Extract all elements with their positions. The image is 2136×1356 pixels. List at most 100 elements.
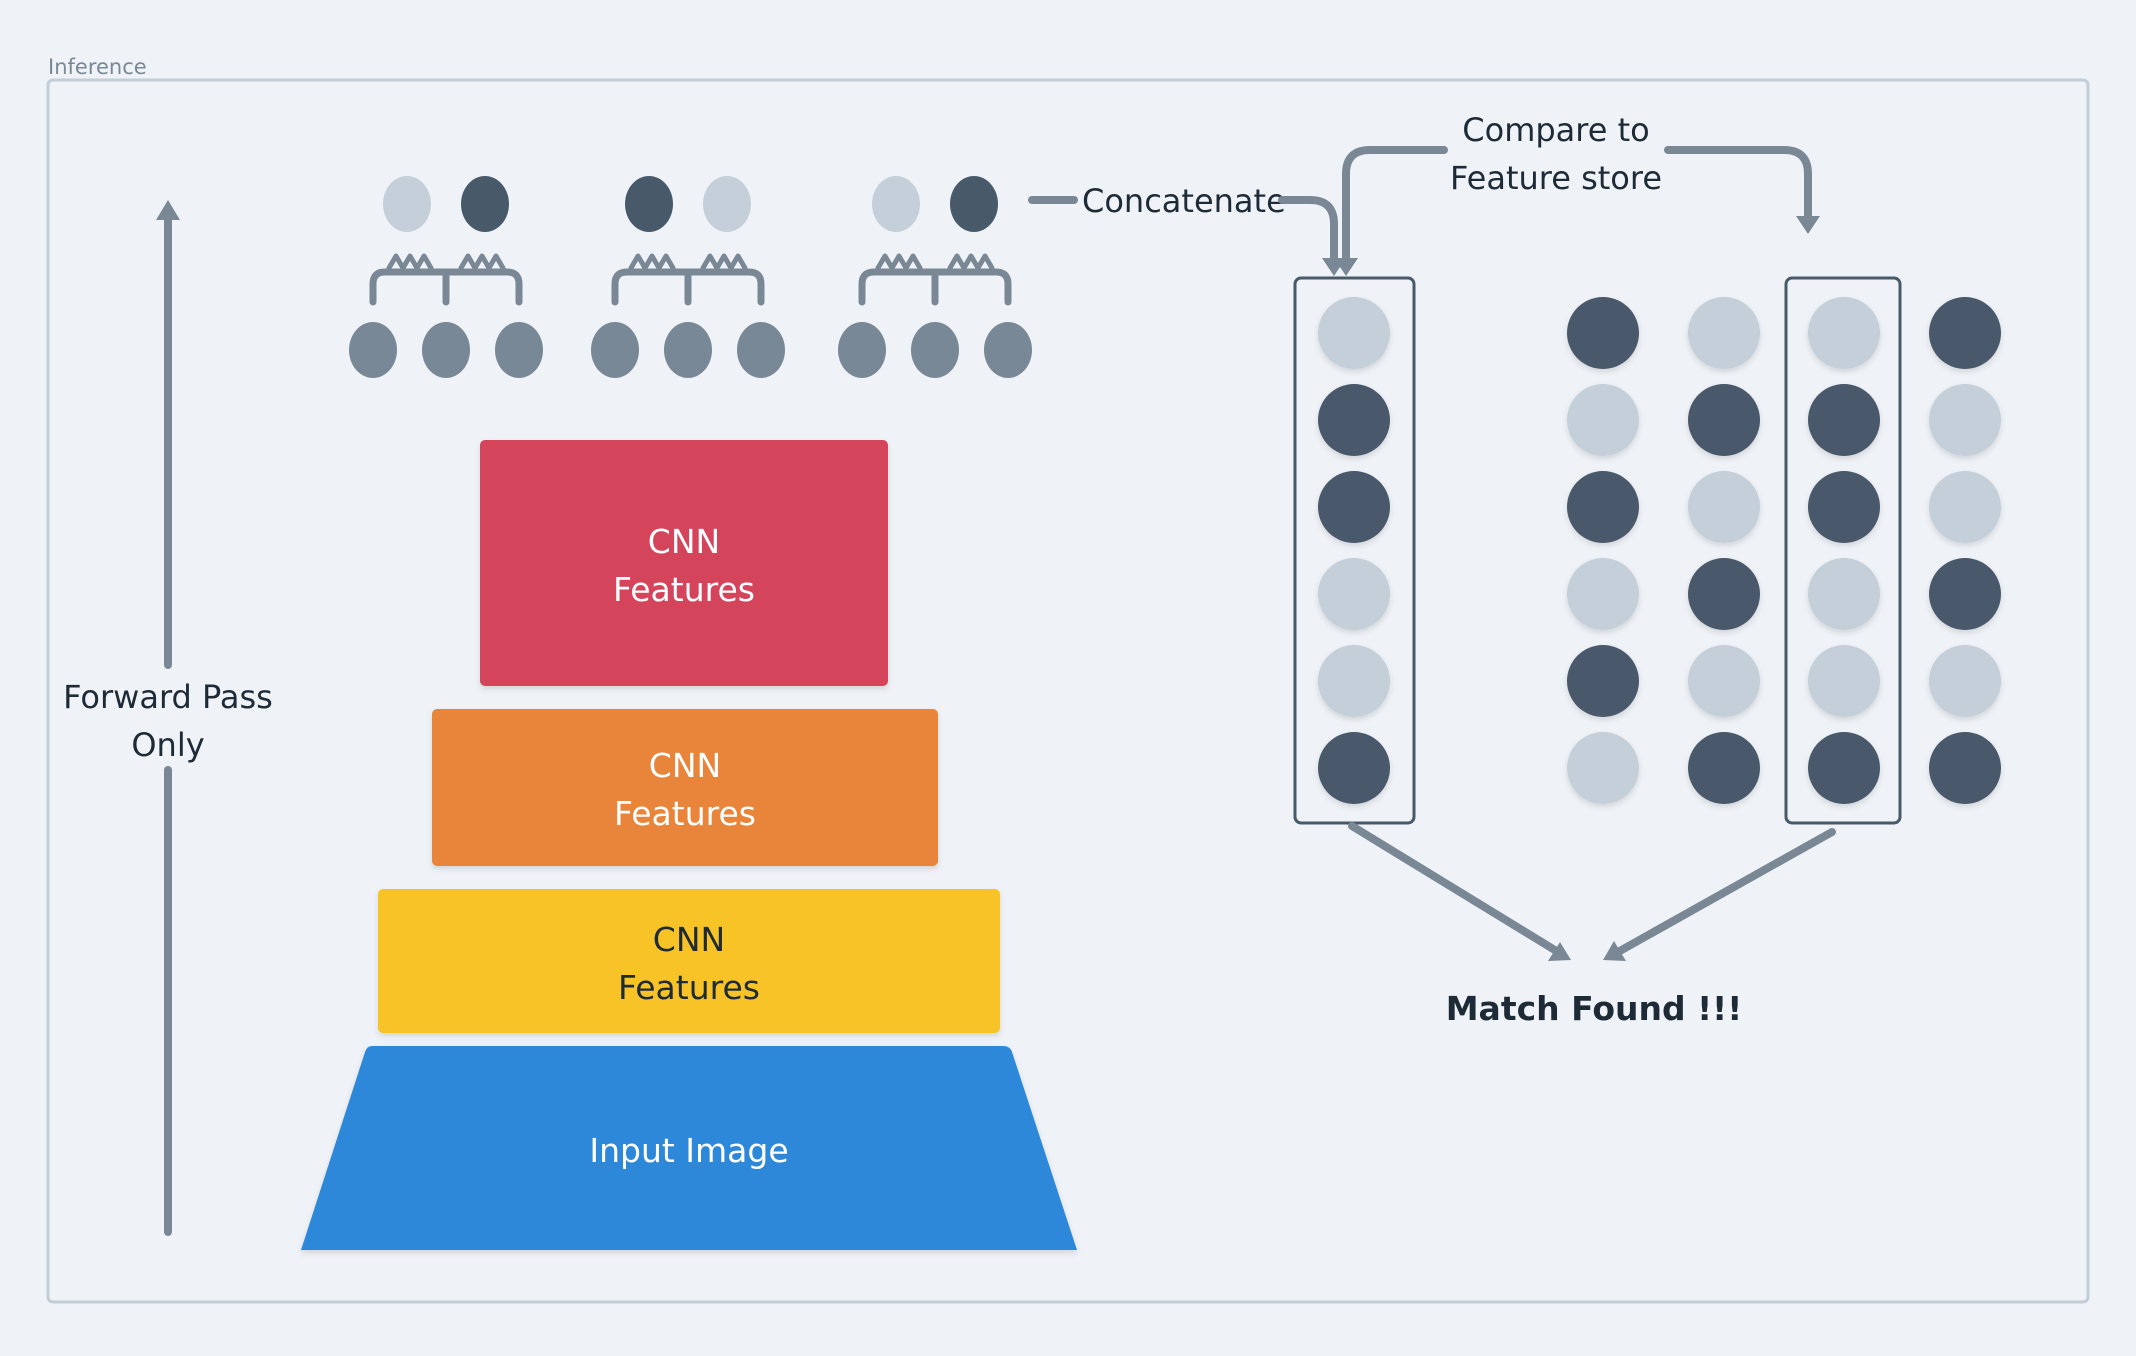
compare-label-line1: Compare to bbox=[1462, 111, 1649, 149]
cnn-block-middle-line2: Features bbox=[614, 794, 756, 833]
pooled-feature-dot bbox=[383, 176, 431, 232]
store-feature-dot bbox=[1929, 471, 2001, 543]
compare-label-line2: Feature store bbox=[1450, 159, 1662, 197]
cnn-block-bottom-shape bbox=[378, 889, 1000, 1033]
cnn-block-bottom-line2: Features bbox=[618, 968, 760, 1007]
feature-map-dot bbox=[984, 322, 1032, 378]
compare-arrowhead-left bbox=[1334, 258, 1358, 276]
query-feature-dot bbox=[1318, 471, 1390, 543]
pooling-chevron-icon bbox=[386, 253, 434, 271]
store-feature-dot bbox=[1688, 297, 1760, 369]
store-feature-dot bbox=[1567, 297, 1639, 369]
pooling-chevron-icon bbox=[628, 253, 676, 271]
pooled-feature-dot bbox=[461, 176, 509, 232]
cnn-block-middle: CNN Features bbox=[432, 709, 938, 866]
pooling-chevron-icon bbox=[700, 253, 748, 271]
forward-pass-arrowhead bbox=[156, 200, 180, 220]
query-feature-dot bbox=[1318, 645, 1390, 717]
input-image-shape bbox=[301, 1046, 1077, 1250]
store-feature-dot bbox=[1929, 297, 2001, 369]
pooling-bracket bbox=[611, 268, 765, 306]
compare-arrow-right bbox=[1664, 146, 1812, 224]
store-feature-dot bbox=[1808, 471, 1880, 543]
feature-map-dot bbox=[349, 322, 397, 378]
pooling-group bbox=[591, 176, 785, 378]
cnn-block-bottom: CNN Features bbox=[378, 889, 1000, 1033]
store-feature-dot bbox=[1688, 384, 1760, 456]
store-feature-dot bbox=[1808, 558, 1880, 630]
pooling-chevron-icon bbox=[458, 253, 506, 271]
pooled-feature-dot bbox=[872, 176, 920, 232]
store-feature-dot bbox=[1808, 384, 1880, 456]
feature-map-dot bbox=[495, 322, 543, 378]
compare-arrow-left bbox=[1342, 146, 1448, 266]
store-feature-dot bbox=[1808, 645, 1880, 717]
match-arrowhead-left bbox=[1548, 942, 1571, 961]
pooling-chevron-icon bbox=[947, 253, 995, 271]
cnn-block-bottom-line1: CNN bbox=[653, 920, 725, 959]
forward-pass-label-line1: Forward Pass bbox=[63, 678, 273, 716]
query-feature-dot bbox=[1318, 384, 1390, 456]
pooled-feature-dot bbox=[950, 176, 998, 232]
cnn-block-middle-line1: CNN bbox=[649, 746, 721, 785]
query-feature-dot bbox=[1318, 558, 1390, 630]
frame-label: Inference bbox=[48, 55, 147, 79]
store-feature-dot bbox=[1688, 558, 1760, 630]
input-image-label: Input Image bbox=[589, 1131, 788, 1170]
pooling-group bbox=[349, 176, 543, 378]
store-feature-dot bbox=[1688, 732, 1760, 804]
match-arrow-right bbox=[1614, 828, 1836, 956]
inference-frame bbox=[46, 78, 2090, 1304]
cnn-block-top-shape bbox=[480, 440, 888, 686]
pooling-bracket bbox=[369, 268, 523, 306]
feature-map-dot bbox=[422, 322, 470, 378]
pooling-groups bbox=[349, 176, 1032, 378]
forward-pass-label-line2: Only bbox=[131, 726, 204, 764]
feature-store-vector bbox=[1688, 297, 1760, 804]
match-arrow-left bbox=[1348, 822, 1562, 956]
store-feature-dot bbox=[1808, 297, 1880, 369]
pooled-feature-dot bbox=[703, 176, 751, 232]
store-feature-dot bbox=[1567, 471, 1639, 543]
compare-arrowhead-right bbox=[1796, 216, 1820, 234]
store-feature-dot bbox=[1688, 471, 1760, 543]
store-feature-dot bbox=[1929, 732, 2001, 804]
feature-store-vector bbox=[1929, 297, 2001, 804]
cnn-block-top-line1: CNN bbox=[648, 522, 720, 561]
feature-map-dot bbox=[737, 322, 785, 378]
store-feature-dot bbox=[1567, 732, 1639, 804]
store-feature-dot bbox=[1567, 384, 1639, 456]
pooling-group bbox=[838, 176, 1032, 378]
store-feature-dot bbox=[1567, 645, 1639, 717]
query-feature-dot bbox=[1318, 732, 1390, 804]
matched-vector-box bbox=[1784, 276, 1902, 825]
cnn-block-top-line2: Features bbox=[613, 570, 755, 609]
store-feature-dot bbox=[1688, 645, 1760, 717]
match-arrowhead-right bbox=[1603, 941, 1626, 961]
input-image-block: Input Image bbox=[301, 1046, 1077, 1250]
cnn-block-top: CNN Features bbox=[480, 440, 888, 686]
store-feature-dot bbox=[1567, 558, 1639, 630]
feature-map-dot bbox=[664, 322, 712, 378]
match-found-label: Match Found !!! bbox=[1446, 989, 1743, 1028]
feature-map-dot bbox=[838, 322, 886, 378]
concatenate-arrow bbox=[1278, 196, 1338, 266]
pooled-feature-dot bbox=[625, 176, 673, 232]
vector-columns bbox=[1293, 276, 2001, 825]
pooling-bracket bbox=[858, 268, 1012, 306]
query-vector bbox=[1293, 276, 1416, 825]
query-feature-dot bbox=[1318, 297, 1390, 369]
concatenate-label: Concatenate bbox=[1082, 182, 1286, 220]
cnn-block-middle-shape bbox=[432, 709, 938, 866]
feature-store-vector bbox=[1567, 297, 1639, 804]
pooling-chevron-icon bbox=[875, 253, 923, 271]
store-feature-dot bbox=[1929, 558, 2001, 630]
feature-map-dot bbox=[591, 322, 639, 378]
store-feature-dot bbox=[1929, 384, 2001, 456]
feature-store-vector bbox=[1784, 276, 1902, 825]
store-feature-dot bbox=[1929, 645, 2001, 717]
feature-map-dot bbox=[911, 322, 959, 378]
store-feature-dot bbox=[1808, 732, 1880, 804]
